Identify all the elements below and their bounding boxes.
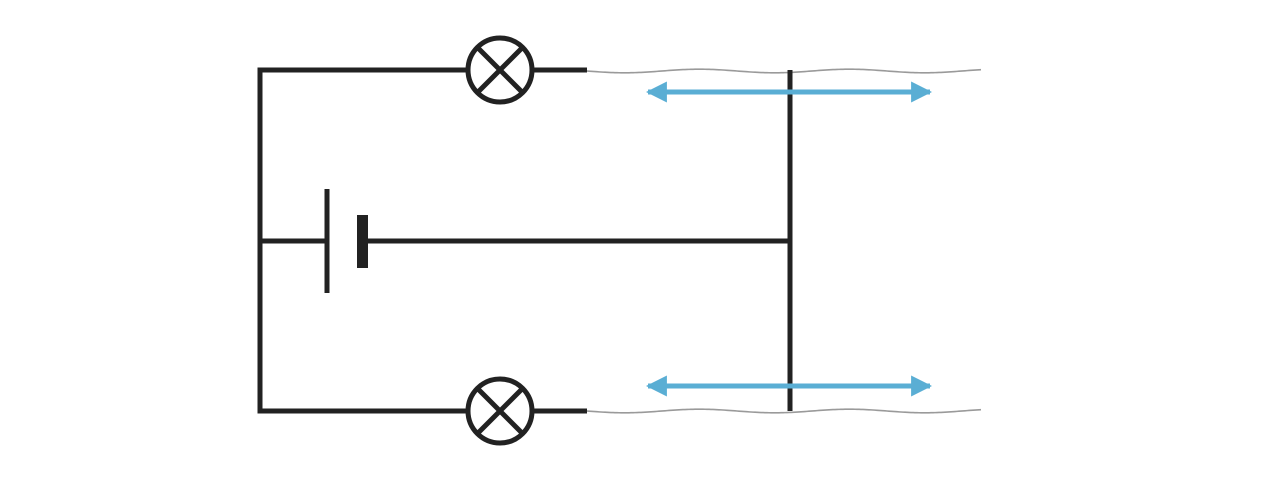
top-rail <box>586 68 982 74</box>
bottom-rail <box>586 408 982 414</box>
top-lamp <box>465 35 535 105</box>
bottom-lamp <box>465 376 535 446</box>
bottom-lamp-cross-2 <box>475 386 525 436</box>
top-lamp-cross-2 <box>475 45 525 95</box>
battery-short-plate <box>357 215 368 268</box>
